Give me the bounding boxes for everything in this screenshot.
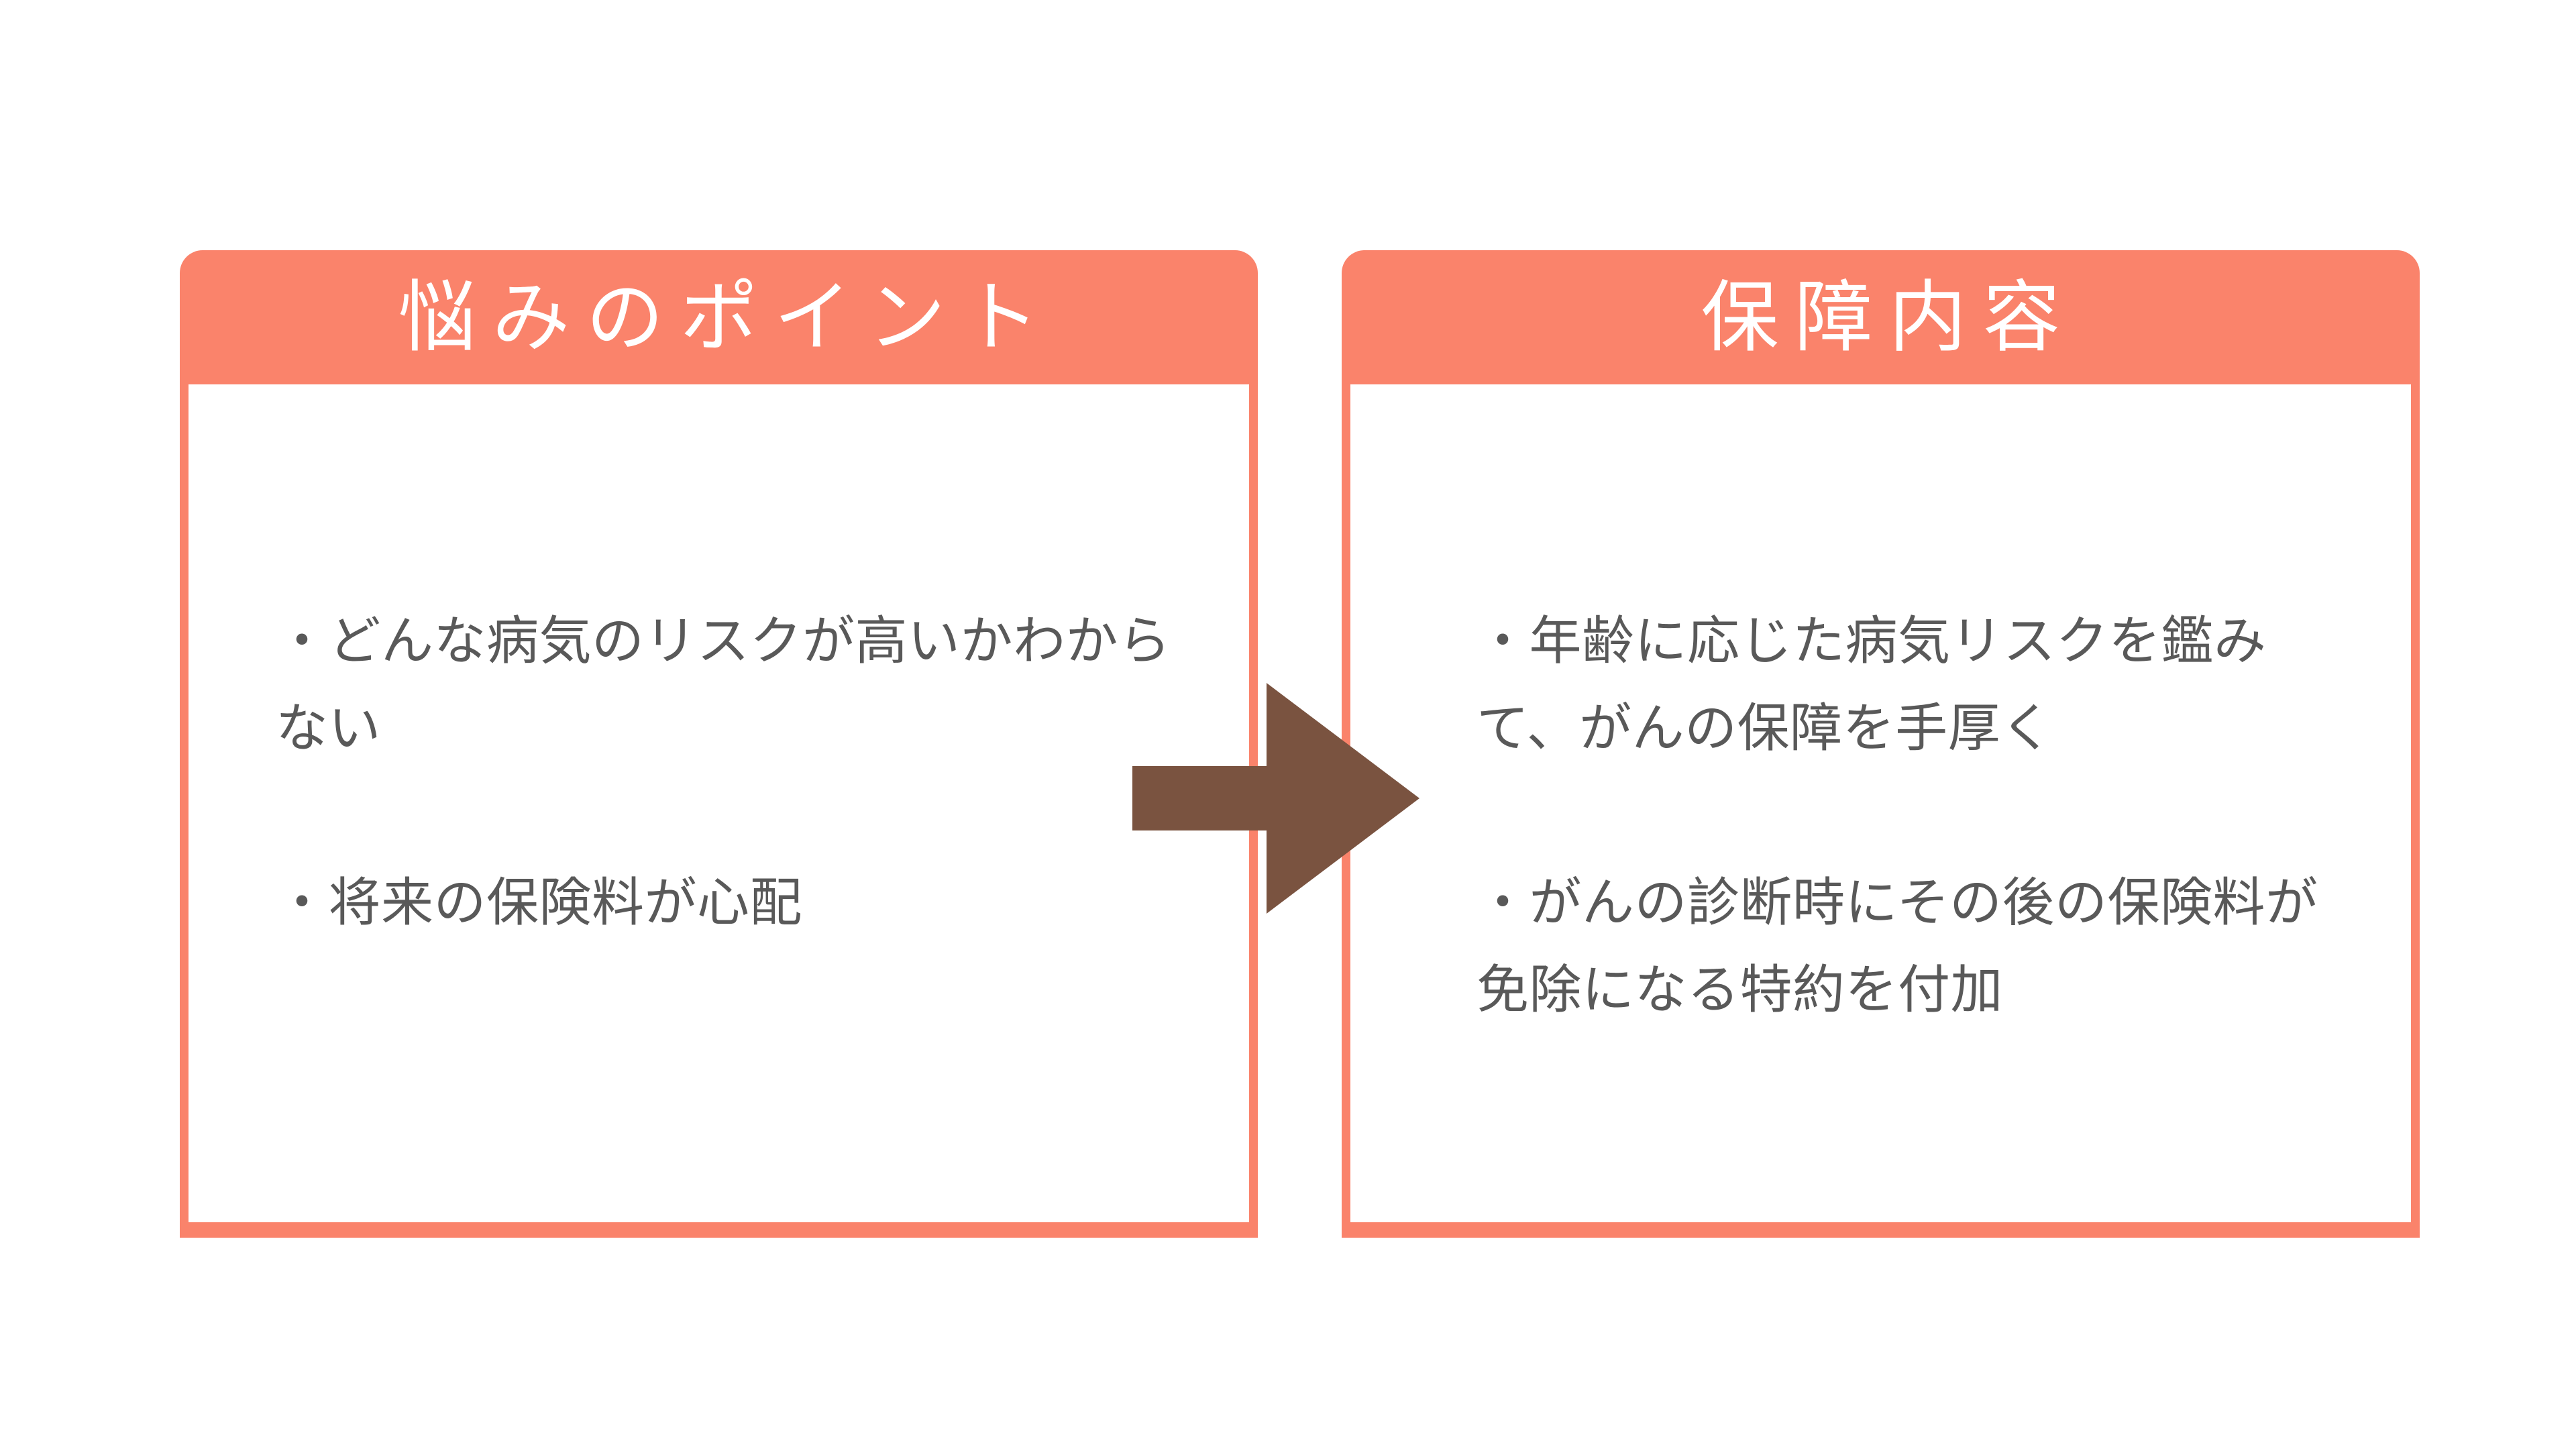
arrow-right-glyph	[1132, 683, 1419, 914]
panel-header-coverage-details: 保障内容	[1342, 250, 2420, 384]
list-item: ・がんの診断時にその後の保険料が免除になる特約を付加	[1477, 873, 2318, 1019]
panel-body-pain-points: ・どんな病気のリスクが高いかわからない ・将来の保険料が心配	[180, 384, 1258, 1238]
panel-title-pain-points: 悩みのポイント	[398, 274, 1056, 361]
arrow-shape	[1132, 683, 1419, 914]
panel-coverage-details: 保障内容 ・年齢に応じた病気リスクを鑑みて、がんの保障を手厚く ・がんの診断時に…	[1342, 250, 2420, 1238]
list-item: ・どんな病気のリスクが高いかわからない	[276, 611, 1171, 757]
list-item: ・将来の保険料が心配	[276, 873, 803, 932]
arrow-right-icon	[1132, 683, 1419, 914]
panel-body-coverage-details: ・年齢に応じた病気リスクを鑑みて、がんの保障を手厚く ・がんの診断時にその後の保…	[1342, 384, 2420, 1238]
list-item: ・年齢に応じた病気リスクを鑑みて、がんの保障を手厚く	[1477, 611, 2267, 757]
panel-text-coverage-details: ・年齢に応じた病気リスクを鑑みて、がんの保障を手厚く ・がんの診断時にその後の保…	[1477, 597, 2369, 1033]
panel-pain-points: 悩みのポイント ・どんな病気のリスクが高いかわからない ・将来の保険料が心配	[180, 250, 1258, 1238]
bullet-spacer	[276, 771, 1188, 859]
panel-title-coverage-details: 保障内容	[1701, 274, 2077, 361]
panel-header-pain-points: 悩みのポイント	[180, 250, 1258, 384]
panel-text-pain-points: ・どんな病気のリスクが高いかわからない ・将来の保険料が心配	[276, 597, 1188, 946]
bullet-spacer	[1477, 771, 2369, 859]
